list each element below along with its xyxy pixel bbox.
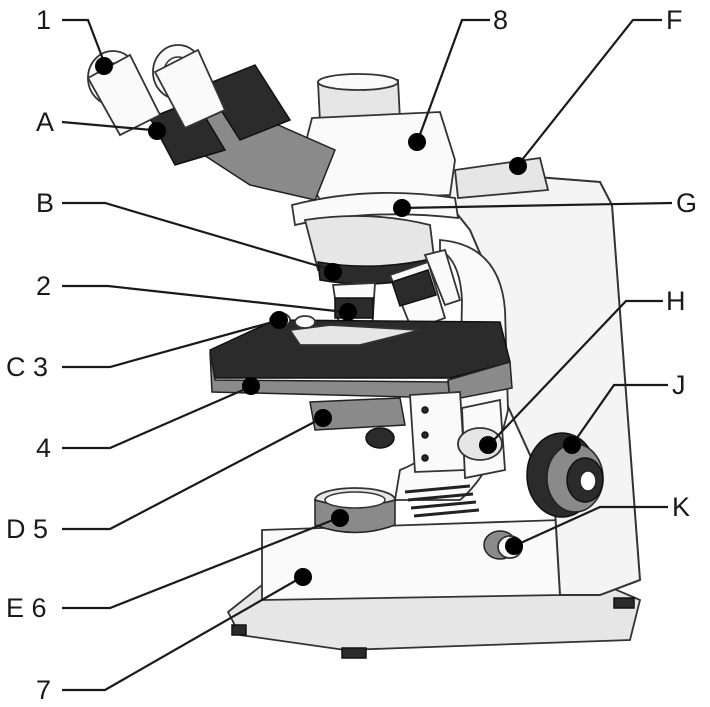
label-E6: E 6 — [6, 593, 47, 623]
base-foot-right — [613, 597, 635, 609]
leader-A — [61, 120, 153, 132]
label-1: 1 — [36, 5, 51, 35]
label-A: A — [36, 107, 54, 137]
leader-4 — [62, 385, 251, 450]
label-F: F — [666, 5, 683, 35]
leader-dots — [95, 57, 581, 586]
dot-J — [563, 436, 581, 454]
dot-A — [148, 122, 166, 140]
dot-8 — [408, 133, 426, 151]
label-2: 2 — [36, 271, 51, 301]
condenser — [309, 397, 406, 431]
dot-B — [324, 263, 342, 281]
dot-4 — [242, 377, 260, 395]
label-J: J — [672, 370, 686, 400]
leader-1 — [62, 18, 106, 63]
leader-H — [489, 299, 663, 445]
dot-D5 — [314, 409, 332, 427]
dot-H — [479, 436, 497, 454]
dot-C3 — [270, 311, 288, 329]
leader-F — [517, 18, 662, 166]
leader-K — [513, 505, 668, 548]
focus-knob — [526, 432, 604, 518]
dot-2 — [339, 303, 357, 321]
dot-G — [393, 199, 411, 217]
leader-lines — [61, 18, 673, 692]
label-8: 8 — [493, 5, 508, 35]
leader-7 — [62, 576, 303, 692]
label-4: 4 — [36, 433, 51, 463]
label-K: K — [672, 492, 690, 522]
trinocular-port-top — [317, 73, 399, 91]
label-C3: C 3 — [6, 352, 48, 382]
leader-B — [62, 201, 333, 272]
eyepiece-tubes — [86, 44, 336, 201]
microscope-illustration — [86, 44, 642, 659]
base-foot-middle — [341, 647, 367, 659]
leader-D5 — [62, 417, 323, 531]
leader-8 — [416, 18, 490, 141]
slide-clip-knob-2 — [294, 315, 316, 329]
base-box — [261, 519, 561, 601]
leader-J — [571, 383, 668, 446]
label-B: B — [36, 188, 54, 218]
label-D5: D 5 — [6, 514, 48, 544]
label-G: G — [676, 188, 697, 218]
leader-G — [401, 201, 673, 210]
leader-2 — [62, 284, 346, 314]
callout-labels: 1 A B 2 C 3 4 D 5 E 6 7 8 F G H J K — [6, 5, 697, 705]
dot-E6 — [331, 509, 349, 527]
slide-holder — [288, 324, 421, 346]
stage-bracket — [409, 391, 466, 473]
light-collector-lens — [324, 491, 386, 509]
condenser-knob — [365, 427, 395, 449]
label-H: H — [666, 286, 686, 316]
leader-E6 — [62, 516, 339, 610]
base-foot-left — [231, 624, 247, 636]
dot-K — [505, 537, 523, 555]
leader-C3 — [62, 319, 277, 369]
dot-1 — [95, 57, 113, 75]
dot-7 — [294, 568, 312, 586]
vent-slots — [404, 484, 480, 518]
dot-F — [509, 157, 527, 175]
label-7: 7 — [36, 675, 51, 705]
filter-slot — [454, 156, 550, 199]
